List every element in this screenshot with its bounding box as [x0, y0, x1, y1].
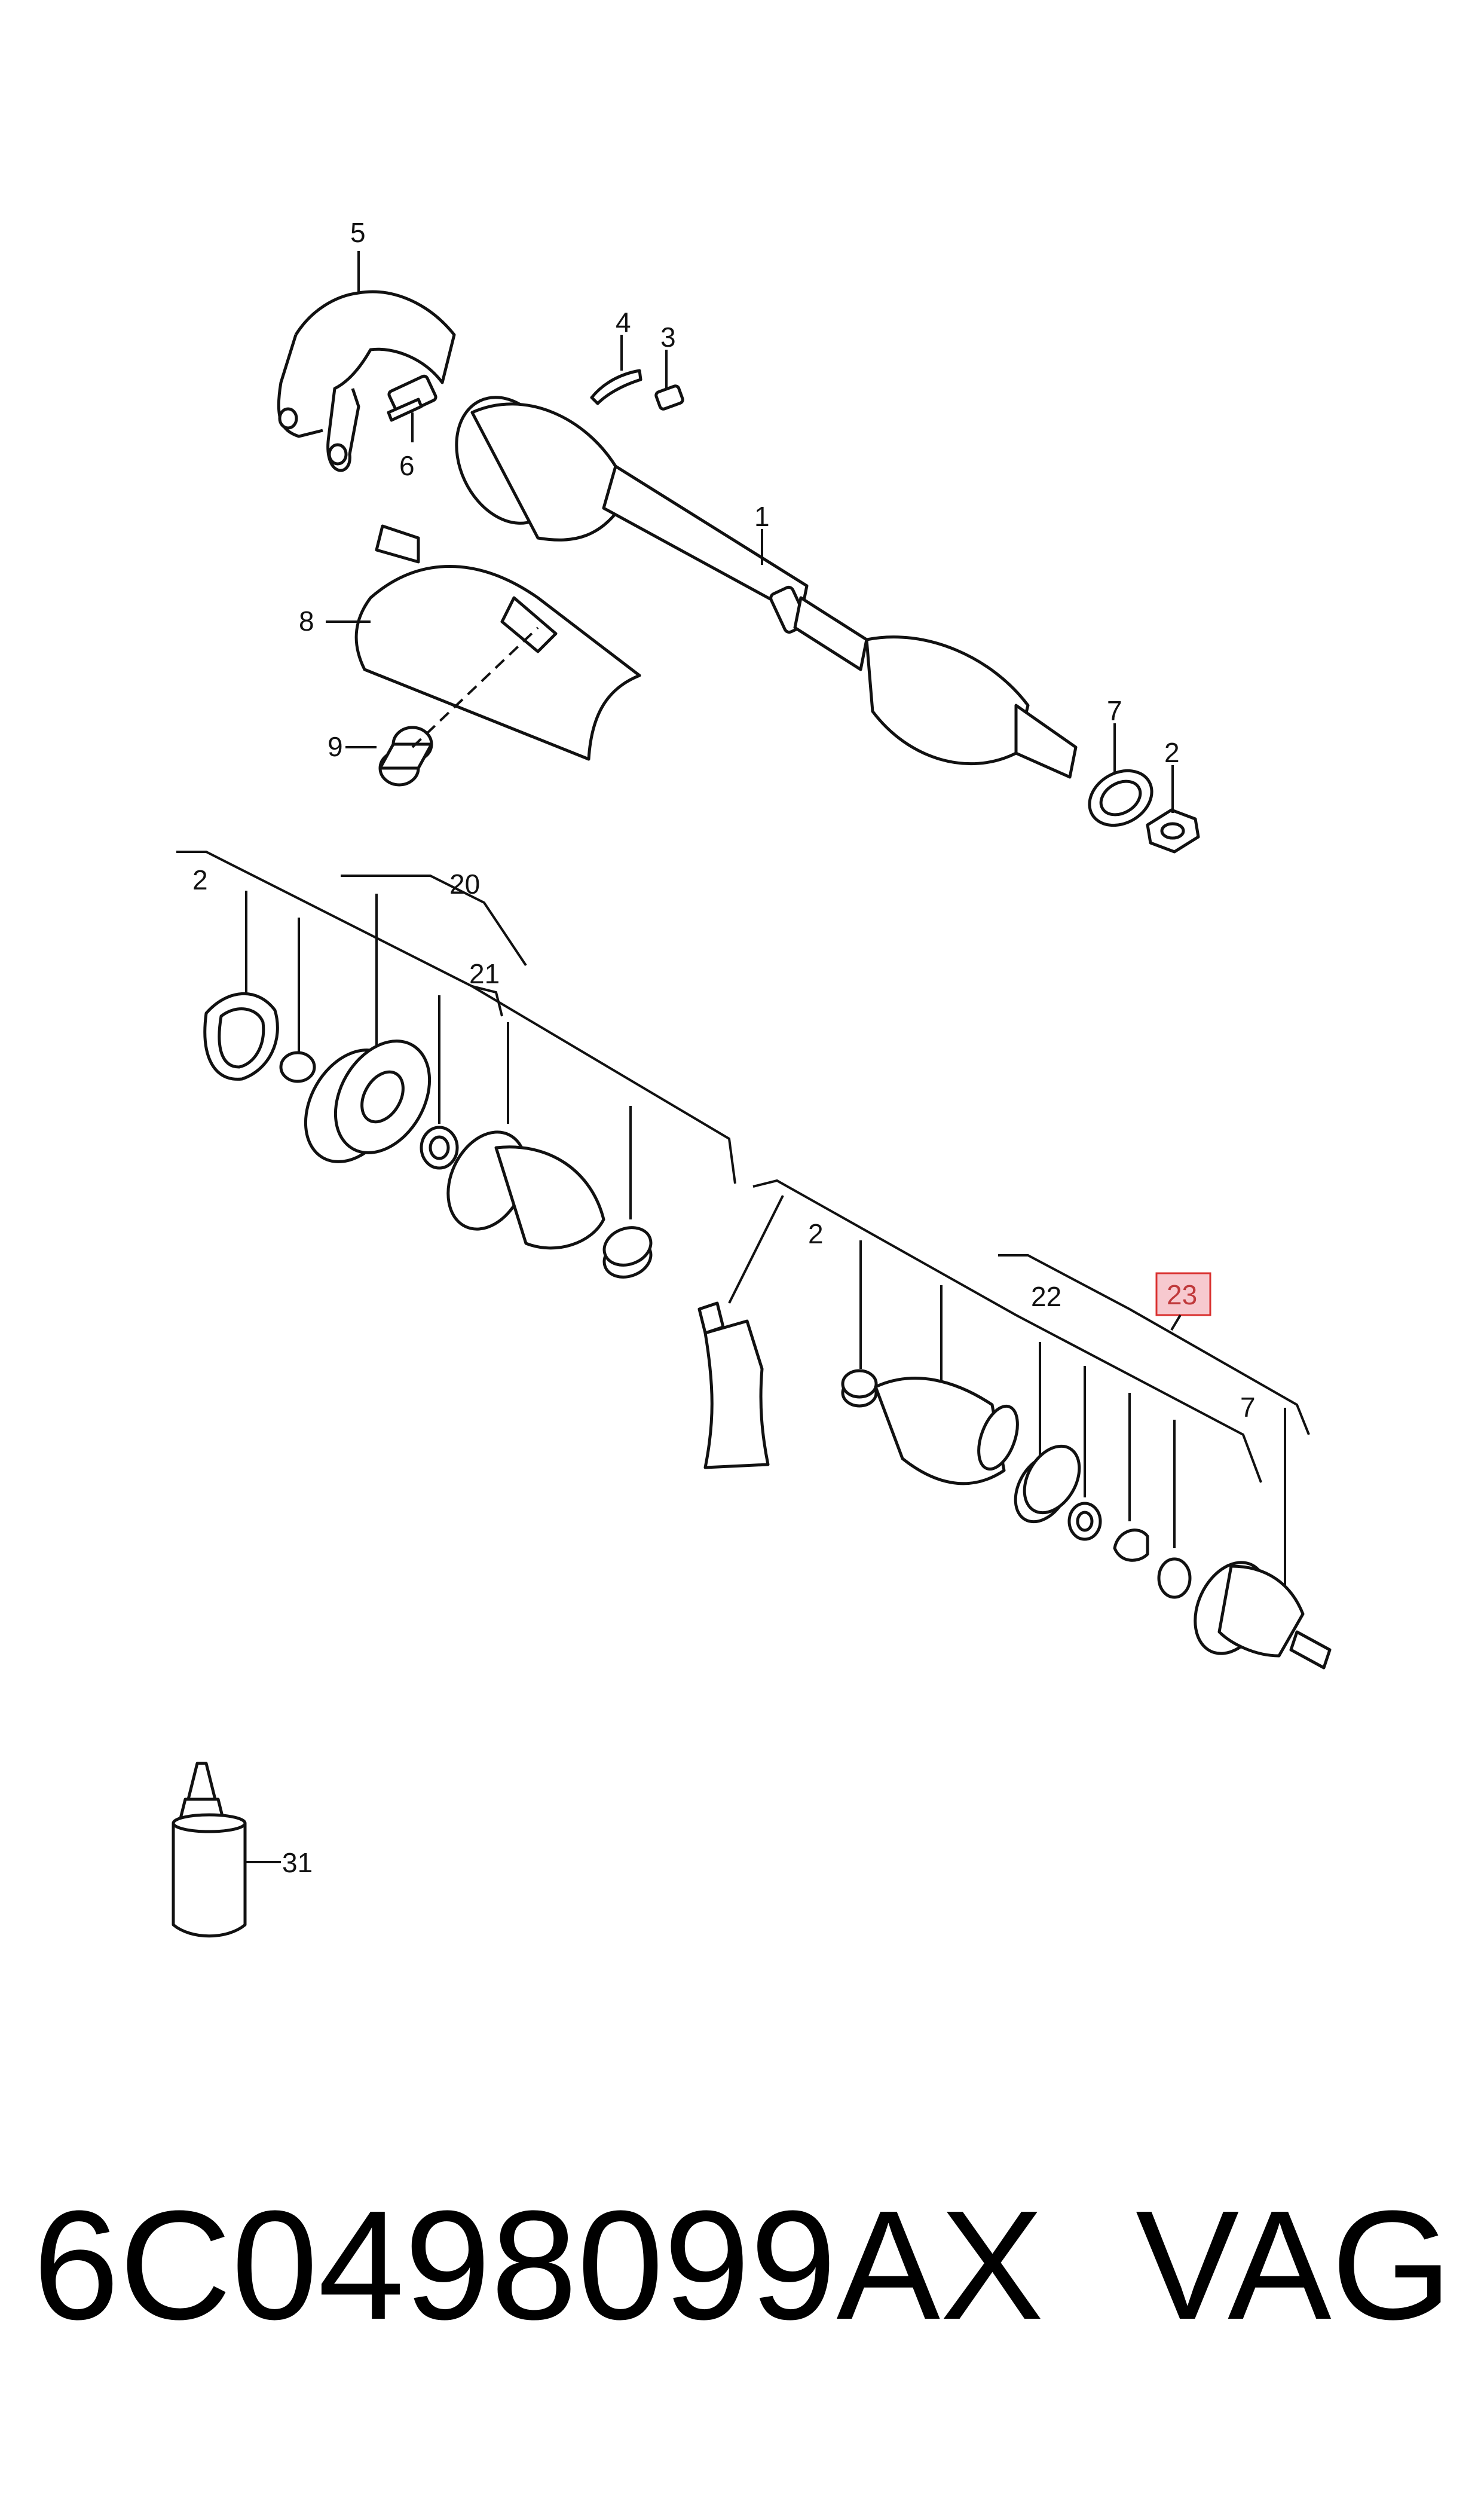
callout-2-mid: 2	[808, 1218, 824, 1249]
callout-22: 22	[1031, 1281, 1061, 1312]
callout-21: 21	[469, 958, 500, 989]
brand-name: VAG	[1136, 2179, 1452, 2352]
callout-2-top: 2	[1164, 737, 1180, 768]
footer: 6C0498099AX VAG	[0, 2188, 1484, 2343]
callout-labels: 5 4 3 6 1 8 9 7 2 2 20 21 2 22 23 7 31	[192, 217, 1256, 1878]
callout-20: 20	[449, 869, 480, 900]
ring-7-top	[1088, 769, 1153, 827]
callout-31: 31	[282, 1847, 313, 1878]
washer	[420, 1126, 459, 1170]
gasket	[203, 992, 279, 1081]
callout-23-highlight: 23	[1155, 1272, 1211, 1331]
callout-7-top: 7	[1107, 695, 1122, 726]
washer-outer	[1067, 1502, 1102, 1541]
bolt-6	[387, 374, 437, 422]
callout-5: 5	[350, 217, 366, 248]
callout-1: 1	[754, 501, 770, 532]
callout-3: 3	[660, 322, 676, 353]
drive-shaft-1	[455, 396, 1078, 779]
part-number: 6C0498099AX	[33, 2179, 1044, 2352]
callout-4: 4	[616, 307, 631, 338]
clamp-4-screw-3	[590, 369, 684, 411]
outer-cv-joint	[1194, 1561, 1332, 1670]
heat-shield-bracket	[277, 290, 456, 472]
callout-8: 8	[299, 606, 314, 637]
bushing-9	[378, 726, 433, 787]
leader-lines-top	[326, 251, 1174, 813]
callout-2-left: 2	[192, 864, 208, 895]
bracket-lines-kit	[176, 851, 1310, 1863]
callout-9: 9	[328, 731, 343, 762]
callout-6: 6	[399, 450, 415, 481]
bump-stop	[1113, 1528, 1149, 1562]
heat-shield-8	[354, 524, 641, 761]
circlip-left	[279, 1051, 316, 1083]
small-clamp	[841, 1369, 878, 1408]
cv-joint-inner	[304, 1040, 432, 1163]
clamp-inner	[602, 1226, 653, 1279]
big-clamp	[1014, 1444, 1081, 1524]
nut-2-top	[1146, 808, 1200, 854]
inner-boot	[446, 1130, 605, 1250]
circlip-right	[1157, 1557, 1192, 1599]
callout-23: 23	[1167, 1279, 1197, 1310]
grease-tube	[697, 1301, 770, 1469]
sealant-bottle	[172, 1762, 247, 1938]
outer-boot	[874, 1377, 1019, 1485]
callout-7-bottom: 7	[1240, 1392, 1256, 1423]
